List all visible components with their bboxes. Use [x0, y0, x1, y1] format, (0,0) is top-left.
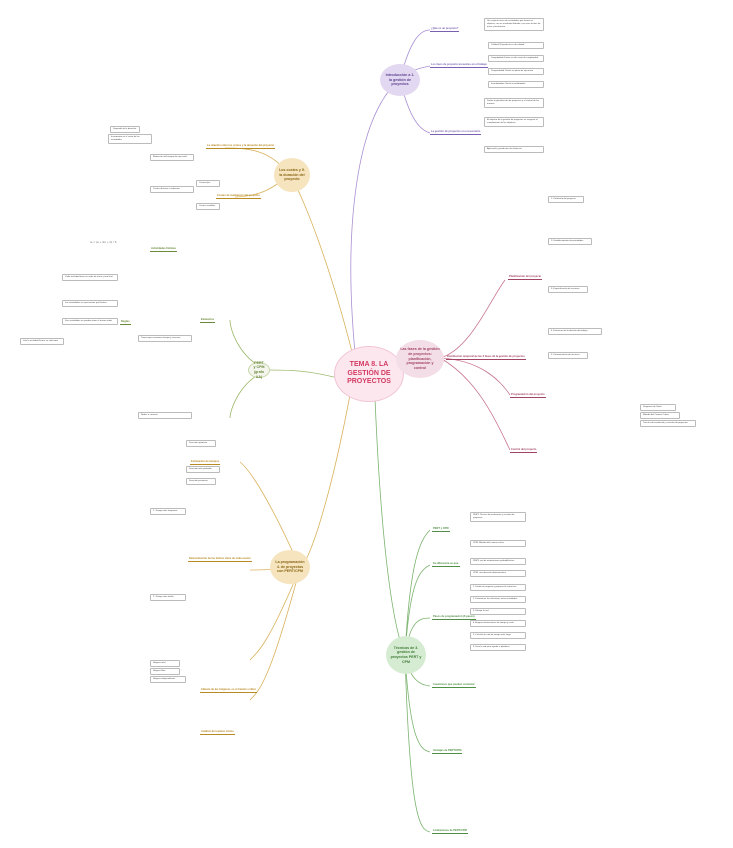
costs-leaf-1: Incremento en el coste de las actividade… [108, 134, 152, 144]
pert-leaf-1: Nudos o sucesos [138, 412, 192, 419]
branch-times-label: La programación 4. de proyectos con PERT… [275, 559, 305, 574]
times-leaf-1: Duración más probable [186, 466, 220, 473]
branch-intro-label: Introducción a 1. la gestión de proyecto… [385, 72, 415, 87]
central-topic-label: TEMA 8. LA GESTIÓN DE PROYECTOS [347, 360, 391, 386]
branch-pertcpm-label: Técnicas de 3. gestión de proyectos PERT… [390, 645, 422, 664]
pert-leaf-5: Con la actividad ficticia se soluciona [20, 338, 64, 345]
pertcpm-sub-0[interactable]: PERT y CPM [432, 527, 450, 532]
link-pertcpm [374, 397, 406, 656]
times-leaf-5: Holgura total [150, 660, 180, 667]
times-leaf-3: 1. Tiempo más temprano [150, 508, 186, 515]
pertcpm-leaf-6: 3. Dibujar la red [470, 608, 526, 615]
phases-sub-3[interactable]: Control del proyecto [510, 448, 538, 453]
branch-phases-label: Las fases de la gestión de proyectos: pl… [400, 347, 440, 370]
pert-duration-formula: te = (a + 4m + b) / 6 [90, 240, 117, 244]
times-leaf-0: Duración optimista [186, 440, 216, 447]
costs-leaf-3: Costes directos e indirectos [150, 186, 194, 193]
times-leaf-7: Holgura independiente [150, 676, 186, 683]
times-sub-1[interactable]: Determinación de las fechas clave de cad… [188, 557, 252, 562]
branch-pert-label: PERT y CPM (grafo AA) [253, 360, 265, 379]
branch-costs-label: Los costes y 5. la duración del proyecto [279, 167, 305, 182]
costs-sub-1[interactable]: Costes de realización del proyecto [216, 194, 261, 199]
pertcpm-sub-2[interactable]: Pasos de programación (6 pasos) [432, 615, 476, 620]
intro-leaf-5: Define la planificación de proyectos y e… [484, 98, 544, 108]
costs-leaf-0: Depende de la duración [110, 126, 140, 133]
times-leaf-4: 2. Tiempo más tardío [150, 594, 186, 601]
phases-leaf-4: 5. Determinación de recursos [548, 352, 588, 359]
phases-leaf-1: 2. Establecimiento de prioridades [548, 238, 592, 245]
phases-sub-2[interactable]: Programación del proyecto [510, 393, 546, 398]
phases-sub-0[interactable]: Distribución temporal de las 3 fases de … [446, 355, 526, 360]
intro-leaf-0: Un conjunto único de actividades que tie… [484, 18, 544, 31]
phases-leaf-7: Técnica de evaluación y revisión de proy… [640, 420, 696, 427]
pertcpm-leaf-8: 5. Calcular la ruta de tiempo más larga [470, 632, 526, 639]
pertcpm-sub-1[interactable]: Su diferencia se que. [432, 562, 460, 567]
phases-leaf-5: Diagrama de Gantt [640, 404, 676, 411]
intro-leaf-3: Temporalidad: Existe un plazo de ejecuci… [488, 68, 544, 75]
phases-sub-1[interactable]: Planificación del proyecto [508, 275, 543, 280]
central-topic[interactable]: TEMA 8. LA GESTIÓN DE PROYECTOS [334, 346, 404, 402]
pertcpm-leaf-1: CPM: Método del camino crítico [470, 540, 526, 547]
pertcpm-leaf-9: 6. Usar la red para ayudar a planificar [470, 644, 526, 651]
pert-sub-1[interactable]: Elementos [200, 318, 216, 323]
pertcpm-leaf-0: PERT: Técnica de evaluación y revisión d… [470, 512, 526, 522]
costs-leaf-4: Costes fijos [196, 180, 220, 187]
pert-leaf-3: Las actividades se representan por flech… [62, 300, 118, 307]
pertcpm-sub-3[interactable]: Cuestiones que pueden contestar [432, 683, 476, 688]
pertcpm-leaf-7: 4. Asignar estimaciones de tiempo y cost… [470, 620, 526, 627]
intro-sub-1[interactable]: Los tipos de proyecto presentes en el tr… [430, 63, 488, 68]
times-leaf-6: Holgura libre [150, 668, 180, 675]
costs-leaf-5: Costes variables [196, 203, 220, 210]
pert-sub-0[interactable]: Actividades ficticias [150, 247, 177, 252]
pertcpm-leaf-3: CPM: una duración determinística [470, 570, 526, 577]
intro-leaf-2: Complejidad: Existe un alto nivel de com… [488, 55, 544, 62]
intro-leaf-7: Aplicación y productos de eficiencia [484, 146, 544, 153]
pert-leaf-0: Tareas que consumen tiempo y recursos [138, 335, 192, 342]
intro-sub-0[interactable]: ¿Qué es un proyecto? [430, 27, 460, 32]
times-leaf-2: Duración pesimista [186, 478, 216, 485]
pert-sub-2[interactable]: Reglas [120, 320, 131, 325]
branch-pert[interactable]: PERT y CPM (grafo AA) [248, 360, 270, 379]
branch-phases[interactable]: Las fases de la gestión de proyectos: pl… [396, 340, 444, 378]
pertcpm-leaf-5: 2. Determinar las relaciones entre activ… [470, 596, 526, 603]
phases-leaf-2: 3. Especificación de recursos [548, 286, 588, 293]
times-sub-2[interactable]: Cálculo de las holguras, es el Camino cr… [200, 688, 258, 693]
pert-leaf-2: Cada actividad tiene un nudo de inicio y… [62, 274, 118, 281]
intro-leaf-1: Calidad: El producto es de calidad [488, 42, 544, 49]
branch-costs[interactable]: Los costes y 5. la duración del proyecto [274, 158, 310, 192]
branch-times[interactable]: La programación 4. de proyectos con PERT… [270, 550, 310, 584]
costs-leaf-2: Reducción del tiempo de ejecución [150, 154, 194, 161]
pertcpm-sub-4[interactable]: Ventajas de PERT/CPM [432, 749, 463, 754]
intro-leaf-6: El objetivo de la gestión de proyectos e… [484, 117, 544, 127]
pertcpm-leaf-4: 1. Definir el proyecto y preparar la est… [470, 584, 526, 591]
costs-sub-0[interactable]: La relación entre los costes y la duraci… [206, 144, 276, 149]
intro-leaf-4: Incertidumbre: Existe incertidumbre [488, 81, 544, 88]
link-intro [350, 79, 401, 373]
times-sub-0[interactable]: Estimación de tiempos [190, 460, 221, 465]
branch-intro[interactable]: Introducción a 1. la gestión de proyecto… [380, 64, 420, 96]
link-costs [289, 174, 358, 373]
branch-pertcpm[interactable]: Técnicas de 3. gestión de proyectos PERT… [386, 636, 426, 674]
pert-leaf-4: Dos actividades no pueden tener el mismo… [62, 318, 118, 325]
times-sub-3[interactable]: Análisis del camino crítico [200, 730, 235, 735]
phases-leaf-0: 1. Definición del proyecto [548, 196, 584, 203]
phases-leaf-6: Método del Camino Crítico [640, 412, 680, 419]
phases-leaf-3: 4. Estructura de la división del trabajo [548, 328, 602, 335]
pertcpm-sub-5[interactable]: Limitaciones de PERT/CPM [432, 829, 468, 834]
link-times [299, 394, 351, 569]
pertcpm-leaf-2: PERT: uso de estimaciones probabilística… [470, 558, 526, 565]
intro-sub-2[interactable]: La gestión de proyectos en el escenario [430, 130, 482, 135]
